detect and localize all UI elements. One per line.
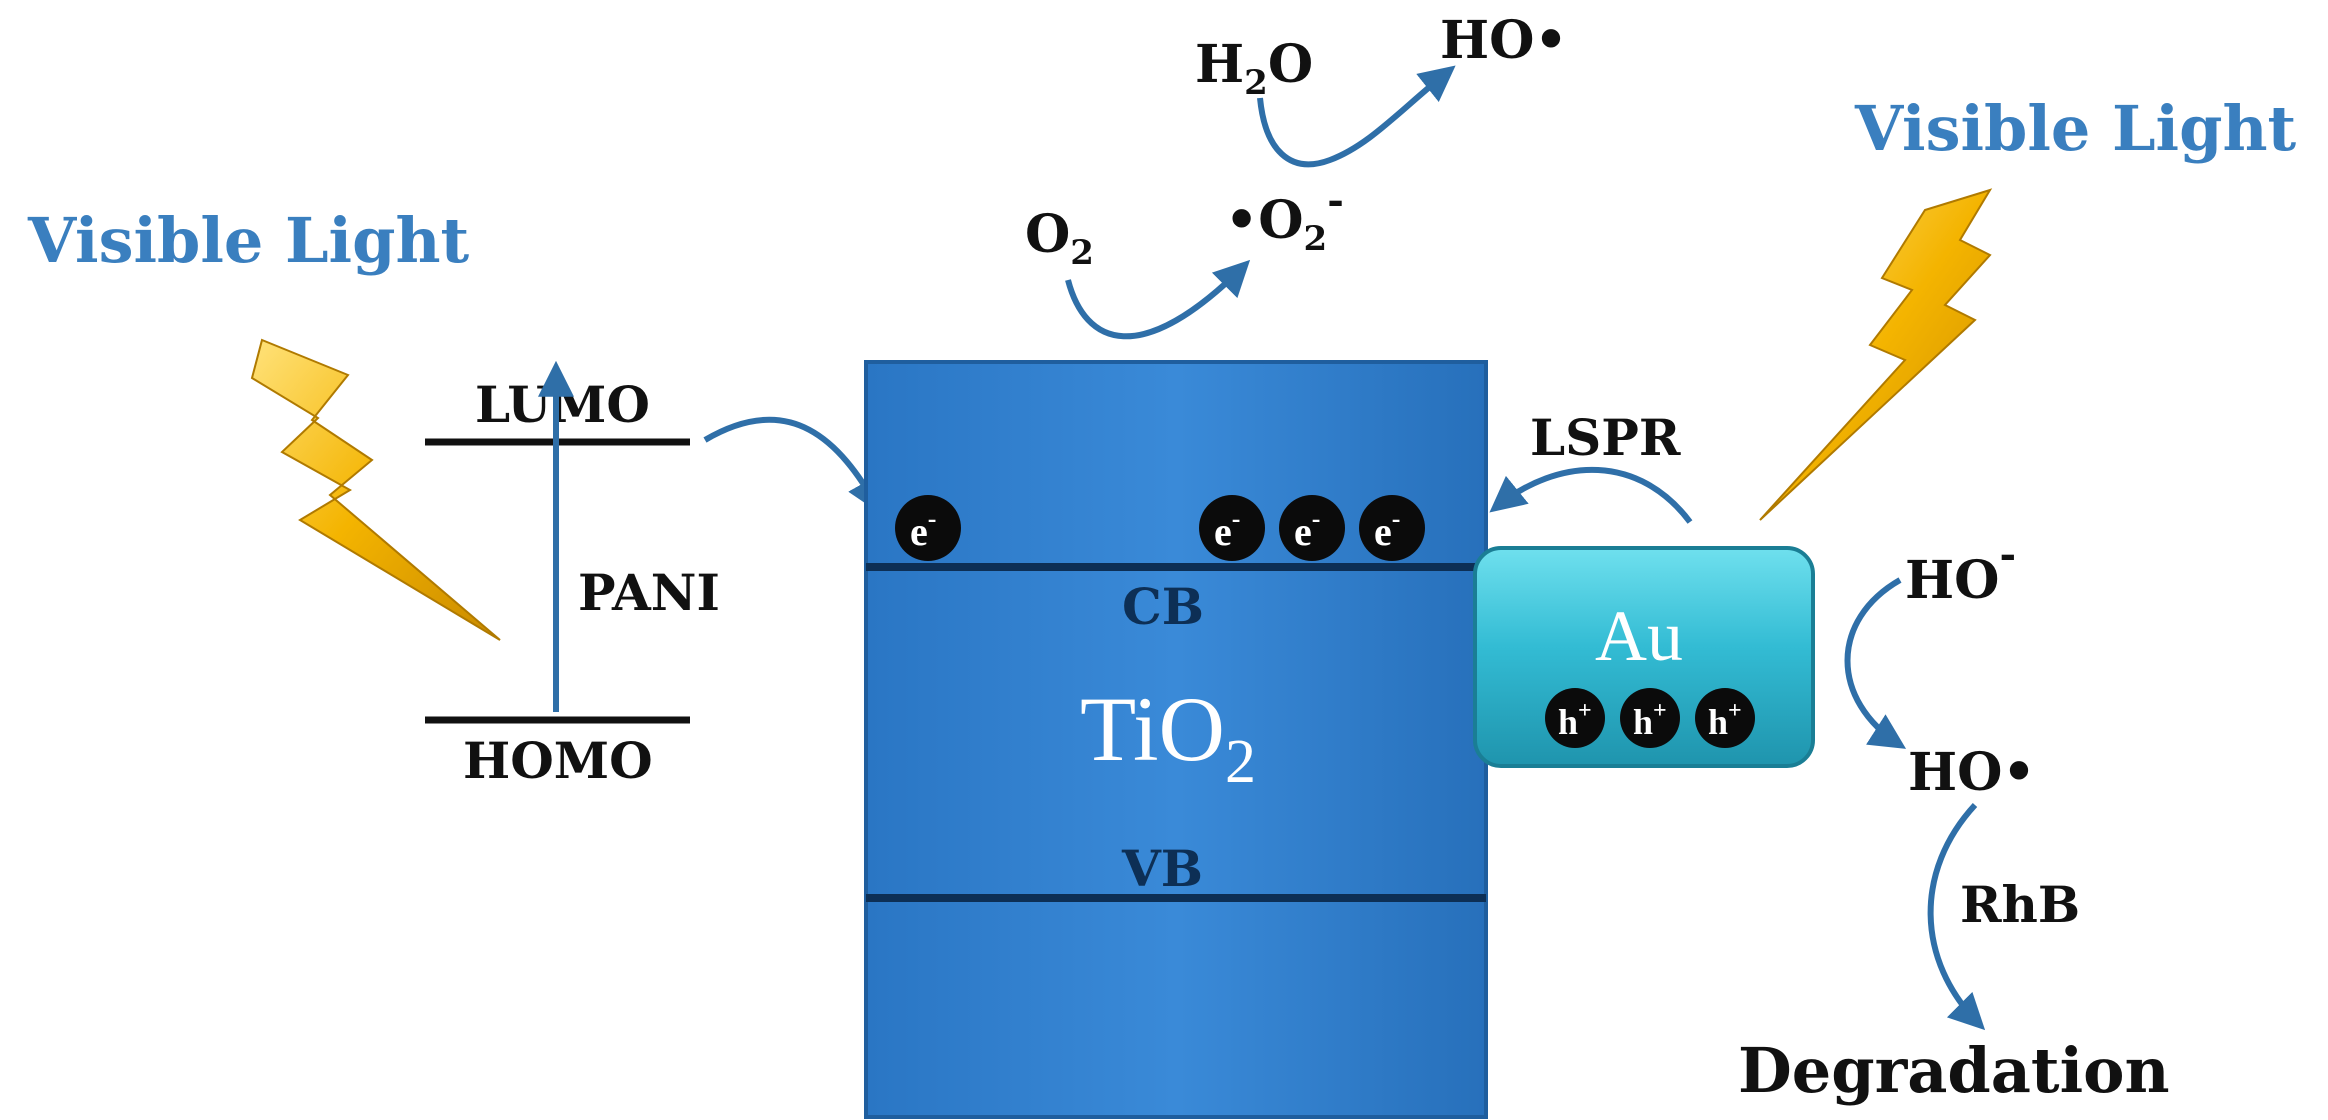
h2o-to-hydroxyl-arrow xyxy=(1257,65,1456,168)
tio2-block xyxy=(864,360,1488,1119)
h2o-label: H2O xyxy=(1195,34,1313,103)
svg-text:e-: e- xyxy=(1374,504,1400,554)
svg-text:h+: h+ xyxy=(1708,698,1742,742)
homo-label: HOMO xyxy=(463,731,653,790)
tio2-label: TiO2 xyxy=(1080,678,1256,796)
electron-cb-2: e- xyxy=(1199,495,1265,561)
hole-1: h+ xyxy=(1545,688,1605,748)
o2-to-superoxide-arrow xyxy=(1065,259,1251,340)
hydroxide-label: HO- xyxy=(1905,531,2016,611)
hole-2: h+ xyxy=(1620,688,1680,748)
lumo-to-cb-arrow xyxy=(703,416,882,515)
lumo-label: LUMO xyxy=(475,375,650,434)
left-visible-light-label: Visible Light xyxy=(27,204,470,277)
right-lightning-bolt xyxy=(1759,188,1993,521)
degradation-label: Degradation xyxy=(1738,1034,2170,1107)
radical-to-degradation-arrow xyxy=(1927,802,1986,1031)
lspr-arrow xyxy=(1489,467,1693,524)
svg-text:e-: e- xyxy=(910,504,936,554)
o2-label: O2 xyxy=(1025,204,1094,273)
rhb-label: RhB xyxy=(1960,875,2080,934)
pani-label: PANI xyxy=(578,563,720,622)
electron-cb-4: e- xyxy=(1359,495,1425,561)
svg-text:e-: e- xyxy=(1214,504,1240,554)
lspr-label: LSPR xyxy=(1530,408,1681,467)
cb-label: CB xyxy=(1122,577,1204,636)
electron-cb-1: e- xyxy=(895,495,961,561)
svg-text:h+: h+ xyxy=(1558,698,1592,742)
electron-cb-3: e- xyxy=(1279,495,1345,561)
left-lightning-bolt xyxy=(250,338,501,641)
right-hydroxyl-radical-label: HO• xyxy=(1908,742,2036,803)
top-hydroxyl-radical-label: HO• xyxy=(1440,10,1568,71)
svg-text:h+: h+ xyxy=(1633,698,1667,742)
svg-text:e-: e- xyxy=(1294,504,1320,554)
hole-3: h+ xyxy=(1695,688,1755,748)
au-label: Au xyxy=(1595,596,1683,676)
vb-label: VB xyxy=(1121,839,1203,898)
hydroxide-to-radical-arrow xyxy=(1844,577,1907,749)
right-visible-light-label: Visible Light xyxy=(1854,92,2297,165)
superoxide-label: •O2- xyxy=(1225,177,1344,259)
